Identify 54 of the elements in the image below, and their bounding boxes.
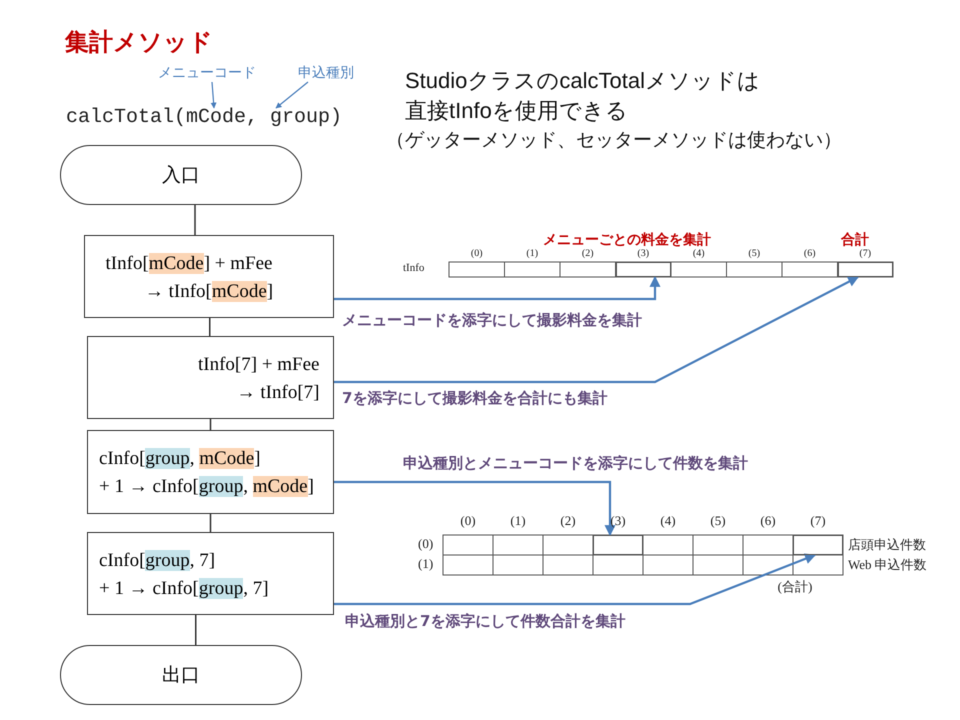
connector-line bbox=[210, 514, 212, 532]
index-label: (5) bbox=[710, 513, 726, 529]
connector-line bbox=[209, 318, 210, 336]
table-cell bbox=[593, 535, 643, 555]
note-text: StudioクラスのcalcTotalメソッドは bbox=[405, 67, 760, 95]
arrow bbox=[210, 82, 217, 109]
parameter-annotation: 申込種別 bbox=[298, 64, 354, 82]
note-text: （ゲッターメソッド、セッターメソッドは使わない） bbox=[386, 129, 842, 153]
index-label: (7) bbox=[810, 513, 826, 529]
terminal: 出口 bbox=[60, 645, 302, 705]
explanation-text: 申込種別と7を添字にして件数合計を集計 bbox=[345, 612, 626, 631]
index-label: (1) bbox=[510, 513, 526, 529]
row-label: 店頭申込件数 bbox=[848, 536, 926, 554]
arrow bbox=[334, 554, 816, 606]
terminal: 入口 bbox=[60, 145, 302, 205]
note-text: 直接tInfoを使用できる bbox=[405, 97, 628, 125]
row-label: (0) bbox=[418, 536, 434, 552]
explanation-text: メニューコードを添字にして撮影料金を集計 bbox=[342, 311, 642, 330]
arrow bbox=[334, 276, 660, 300]
process-box: tInfo[mCode] + mFee → tInfo[mCode] bbox=[84, 235, 334, 318]
connector-line bbox=[210, 419, 212, 430]
index-label: (5) bbox=[748, 248, 760, 259]
arrow bbox=[334, 276, 859, 384]
arrow bbox=[276, 82, 308, 108]
index-label: (2) bbox=[582, 248, 594, 259]
table-cell bbox=[793, 535, 843, 555]
parameter-annotation: メニューコード bbox=[158, 64, 256, 82]
index-label: (1) bbox=[526, 248, 538, 259]
note-text: (合計) bbox=[778, 578, 812, 596]
index-label: (2) bbox=[560, 513, 576, 529]
annotation-title: 合計 bbox=[841, 231, 869, 249]
index-label: (4) bbox=[660, 513, 676, 529]
index-label: (3) bbox=[610, 513, 626, 529]
table-cell bbox=[838, 262, 893, 277]
index-label: (4) bbox=[692, 248, 705, 259]
annotation-title: メニューごとの料金を集計 bbox=[543, 231, 711, 249]
index-label: (0) bbox=[460, 513, 476, 529]
connector-line bbox=[195, 615, 196, 645]
method-signature: calcTotal(mCode, group) bbox=[66, 106, 342, 129]
explanation-text: 7を添字にして撮影料金を合計にも集計 bbox=[342, 389, 608, 408]
array-name: tInfo bbox=[403, 262, 424, 274]
index-label: (6) bbox=[804, 248, 816, 259]
explanation-text: 申込種別とメニューコードを添字にして件数を集計 bbox=[403, 454, 748, 473]
index-label: (0) bbox=[470, 248, 483, 259]
process-box: cInfo[group, 7] + 1 → cInfo[group, 7] bbox=[87, 532, 334, 615]
index-label: (6) bbox=[760, 513, 776, 529]
connector-line bbox=[194, 205, 196, 235]
process-box: cInfo[group, mCode] + 1 → cInfo[group, mCode] bbox=[87, 430, 334, 514]
page-title: 集計メソッド bbox=[65, 27, 213, 58]
row-label: Web 申込件数 bbox=[848, 556, 927, 574]
arrow bbox=[334, 480, 616, 536]
process-box: tInfo[7] + mFee → tInfo[7] bbox=[87, 336, 334, 419]
table-cell bbox=[616, 262, 671, 277]
row-label: (1) bbox=[418, 556, 434, 572]
